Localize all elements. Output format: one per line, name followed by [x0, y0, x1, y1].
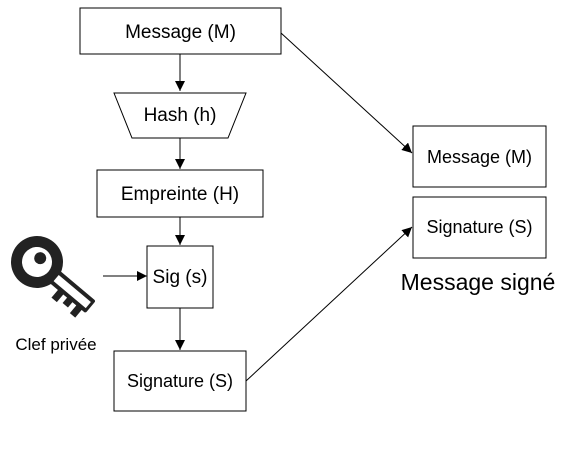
output-message-label: Message (M) [427, 147, 532, 167]
output-signature-label: Signature (S) [426, 217, 532, 237]
arrow-signature-to-output [245, 226, 413, 382]
output-signature-node: Signature (S) [412, 196, 547, 259]
empreinte-label: Empreinte (H) [121, 184, 239, 205]
signature-label: Signature (S) [127, 371, 233, 391]
private-key-label: Clef privée [15, 335, 96, 354]
arrow-message-to-output [280, 32, 413, 154]
signed-message-label: Message signé [401, 269, 556, 295]
sig-label: Sig (s) [153, 267, 208, 288]
output-message-node: Message (M) [412, 125, 547, 188]
sig-node: Sig (s) [146, 245, 214, 309]
hash-label: Hash (h) [144, 105, 217, 126]
hash-node: Hash (h) [113, 92, 247, 139]
key-icon [11, 236, 95, 318]
message-node: Message (M) [79, 7, 282, 55]
message-label: Message (M) [125, 22, 236, 43]
empreinte-node: Empreinte (H) [96, 169, 264, 218]
signature-node: Signature (S) [113, 350, 247, 412]
connectors [103, 32, 413, 382]
